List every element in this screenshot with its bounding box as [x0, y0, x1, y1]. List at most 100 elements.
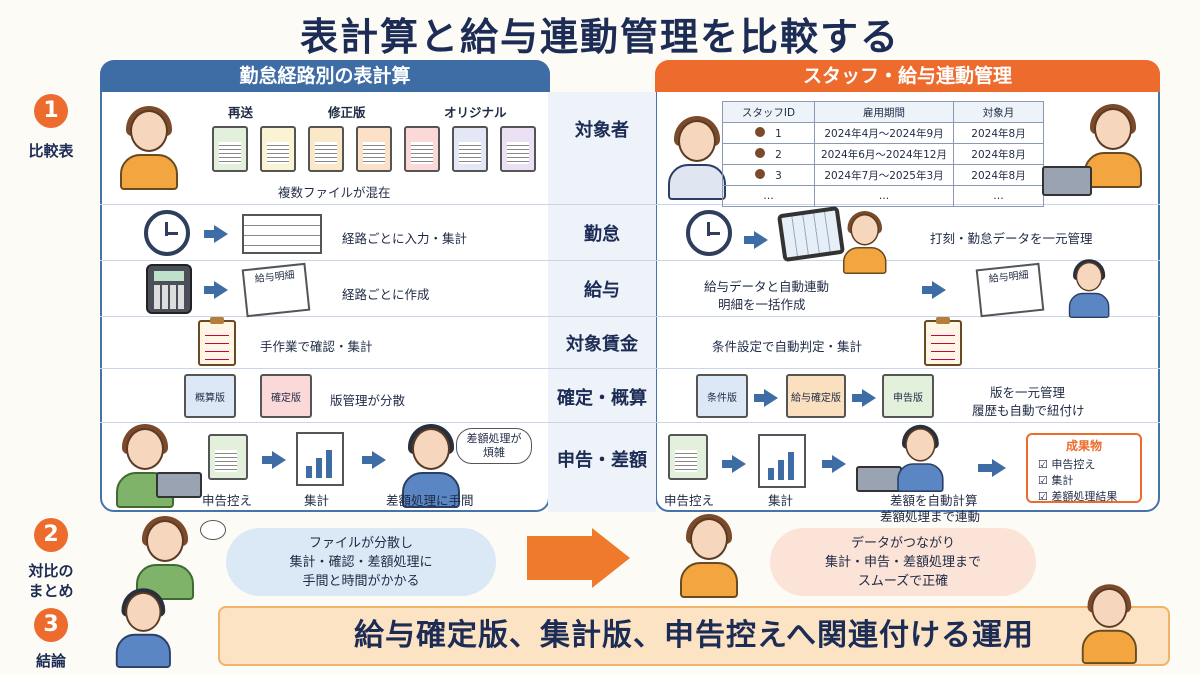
table-row: 1 2024年4月～2024年9月 2024年8月	[722, 122, 1044, 144]
right-arrow-icon	[272, 451, 286, 469]
row-divider	[100, 316, 1160, 317]
doc-label-resend: 再送	[228, 105, 254, 120]
clock-icon	[686, 210, 732, 256]
condition-doc-icon: 条件版	[696, 374, 748, 418]
table-cell: 2024年8月	[953, 164, 1044, 186]
chart-doc-icon	[296, 432, 344, 486]
page-title: 表計算と給与連動管理を比較する	[299, 15, 900, 59]
arrow-shaft	[852, 394, 864, 402]
right-row6-caption-1: 差額を自動計算	[890, 493, 978, 508]
woman-laptop-avatar	[1080, 104, 1144, 188]
deliverable-item: ☑ 集計	[1038, 472, 1140, 488]
row-divider	[100, 260, 1160, 261]
right-row5-caption-1: 版を一元管理	[990, 385, 1066, 400]
right-row2-caption: 打刻・勤怠データを一元管理	[930, 231, 1093, 246]
spreadsheet-file-icon	[212, 126, 248, 172]
step-1-label: 比較表	[28, 142, 74, 160]
step-1-number: 1	[34, 94, 68, 128]
right-arrow-icon	[372, 451, 386, 469]
table-cell: 1	[722, 122, 815, 144]
category-declaration: 申告・差額	[557, 450, 647, 471]
spreadsheet-file-icon	[452, 126, 488, 172]
salary-final-doc-label: 給与確定版	[791, 393, 841, 404]
right-arrow-icon	[832, 455, 846, 473]
right-row4-caption: 条件設定で自動判定・集計	[712, 339, 863, 354]
right-arrow-icon	[764, 389, 778, 407]
happy-woman-avatar	[676, 514, 740, 598]
right-row6-caption-2: 差額処理まで連動	[880, 509, 981, 524]
right-arrow-icon	[754, 231, 768, 249]
laptop-icon	[1042, 166, 1092, 196]
right-arrow-icon	[992, 459, 1006, 477]
man-thumbs-up-avatar	[894, 424, 945, 492]
left-row3-caption: 経路ごとに作成	[342, 287, 430, 302]
payslip-icon: 給与明細	[241, 262, 311, 318]
arrow-shaft	[922, 286, 934, 294]
row-divider	[100, 422, 1160, 423]
arrow-shaft	[204, 286, 216, 294]
payslip-label: 給与明細	[254, 270, 296, 286]
woman-tablet-avatar	[840, 211, 888, 274]
arrow-shaft	[744, 236, 756, 244]
table-cell: 2024年8月	[953, 143, 1044, 165]
right-summary-label: 集計	[768, 493, 794, 508]
solution-line-1: データがつながり	[850, 536, 955, 551]
left-row4-caption: 手作業で確認・集計	[260, 339, 373, 354]
declaration-doc-label: 申告版	[893, 393, 923, 404]
right-row3-caption-1: 給与データと自動連動	[704, 279, 830, 294]
category-column	[548, 92, 656, 512]
step-2-label-1: 対比の	[28, 562, 74, 580]
arrow-shaft	[978, 464, 994, 472]
spreadsheet-file-icon	[404, 126, 440, 172]
arrow-shaft	[362, 456, 374, 464]
right-arrow-icon	[214, 225, 228, 243]
declaration-doc-icon: 申告版	[882, 374, 934, 418]
woman-laptop-avatar	[112, 424, 176, 508]
arrow-shaft	[722, 460, 734, 468]
table-header: 雇用期間	[814, 101, 954, 123]
calculator-icon	[146, 264, 192, 314]
check-icon: ☑	[1038, 490, 1052, 503]
spreadsheet-file-icon	[260, 126, 296, 172]
tablet-icon	[776, 205, 846, 263]
staff-avatar-icon	[755, 168, 766, 179]
man-avatar	[1066, 259, 1111, 318]
right-arrow-icon	[932, 281, 946, 299]
category-attendance: 勤怠	[584, 224, 620, 245]
chart-doc-icon	[758, 434, 806, 488]
check-icon: ☑	[1038, 458, 1052, 471]
left-row6-caption: 差額処理に手間	[386, 493, 474, 508]
payslip-icon: 給与明細	[975, 262, 1045, 318]
laptop-icon	[156, 472, 202, 498]
deliverables-title: 成果物	[1065, 439, 1102, 453]
estimate-doc-icon: 概算版	[184, 374, 236, 418]
deliverable-label: 集計	[1051, 474, 1074, 487]
arrow-shaft	[822, 460, 834, 468]
table-row: 3 2024年7月～2025年3月 2024年8月	[722, 164, 1044, 186]
estimate-doc-label: 概算版	[195, 393, 225, 404]
spreadsheet-icon	[242, 214, 322, 254]
staff-avatar-icon	[755, 147, 766, 158]
declaration-copy-icon	[668, 434, 708, 480]
step-3-label: 結論	[35, 652, 66, 670]
category-wage: 対象賃金	[566, 334, 638, 355]
final-doc-icon: 確定版	[260, 374, 312, 418]
arrow-shaft	[262, 456, 274, 464]
spreadsheet-file-icon	[356, 126, 392, 172]
final-doc-label: 確定版	[271, 393, 301, 404]
salary-final-doc-icon: 給与確定版	[786, 374, 846, 418]
thought-bubble-icon	[200, 520, 226, 540]
deliverable-item: ☑ 申告控え	[1038, 456, 1140, 472]
table-row: … … …	[722, 185, 1044, 207]
step-2-label-2: まとめ	[28, 582, 74, 600]
problem-cloud: ファイルが分散し 集計・確認・差額処理に 手間と時間がかかる	[226, 528, 496, 596]
table-cell: …	[814, 185, 954, 207]
check-icon: ☑	[1038, 474, 1052, 487]
solution-line-3: スムーズで正確	[857, 574, 949, 589]
condition-doc-label: 条件版	[707, 393, 737, 404]
solution-line-2: 集計・申告・差額処理まで	[824, 555, 981, 570]
solution-cloud: データがつながり 集計・申告・差額処理まで スムーズで正確	[770, 528, 1036, 596]
spreadsheet-file-icon	[308, 126, 344, 172]
table-row: 2 2024年6月～2024年12月 2024年8月	[722, 143, 1044, 165]
deliverable-label: 差額処理結果	[1051, 490, 1118, 503]
